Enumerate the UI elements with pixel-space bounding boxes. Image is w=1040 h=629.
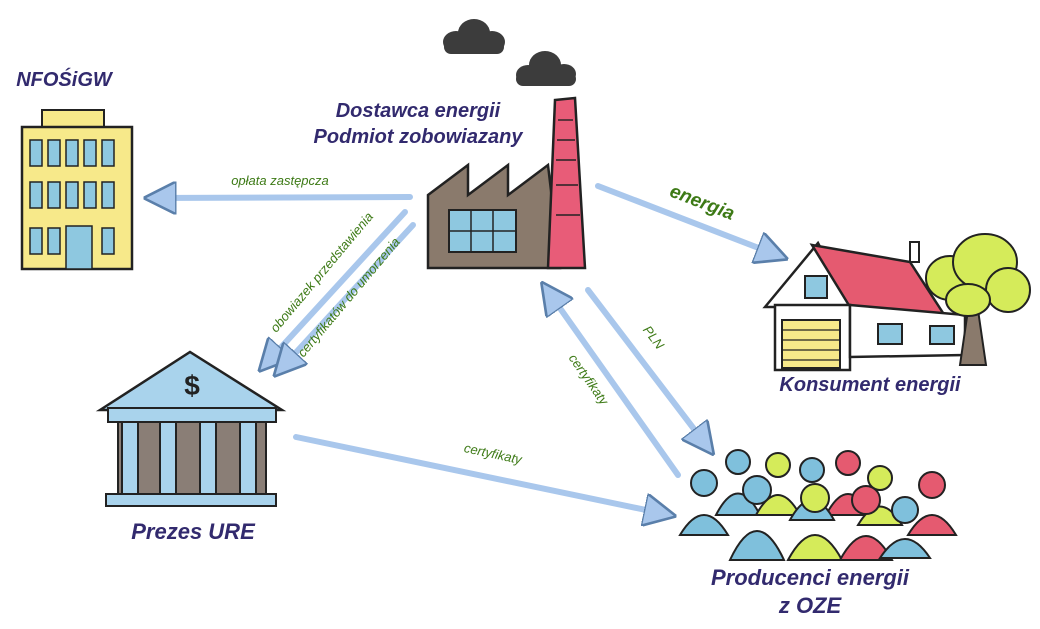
factory-icon <box>426 96 587 270</box>
label-supplier-line2: Podmiot zobowiazany <box>314 126 524 148</box>
office-building-icon <box>20 109 134 271</box>
label-fee: opłata zastępcza <box>231 173 329 188</box>
bank-icon: $ <box>95 350 287 507</box>
arrow-energy <box>595 183 782 257</box>
label-pln: PLN <box>640 323 668 353</box>
label-producers-line2: z OZE <box>778 593 843 618</box>
label-nfosigw: NFOŚiGW <box>16 67 114 91</box>
dollar-icon: $ <box>184 370 200 401</box>
cloud-icon <box>516 51 576 86</box>
arrow-obligation-2 <box>278 222 416 372</box>
label-producers-line1: Producenci energii <box>711 565 910 590</box>
arrow-certs-ure <box>293 434 670 515</box>
arrow-obligation-1 <box>263 209 408 367</box>
node-labels: NFOŚiGW Dostawca energii Podmiot zobowia… <box>16 67 961 618</box>
cloud-icon <box>443 19 505 54</box>
label-obligation-line2: certyfikatów do umorzenia <box>294 234 403 359</box>
smoke-clouds <box>443 19 576 86</box>
arrow-pln <box>585 287 710 450</box>
arrows <box>150 186 782 515</box>
house-icon <box>762 233 1031 372</box>
arrow-fee <box>150 197 413 198</box>
arrow-certs-up <box>545 287 681 478</box>
people-group-icon <box>678 449 958 561</box>
label-certs-up: certyfikaty <box>566 351 613 409</box>
label-consumer: Konsument energii <box>779 374 961 396</box>
label-certs-ure: certyfikaty <box>463 440 525 467</box>
label-ure: Prezes URE <box>131 519 256 544</box>
label-supplier-line1: Dostawca energii <box>336 100 501 122</box>
